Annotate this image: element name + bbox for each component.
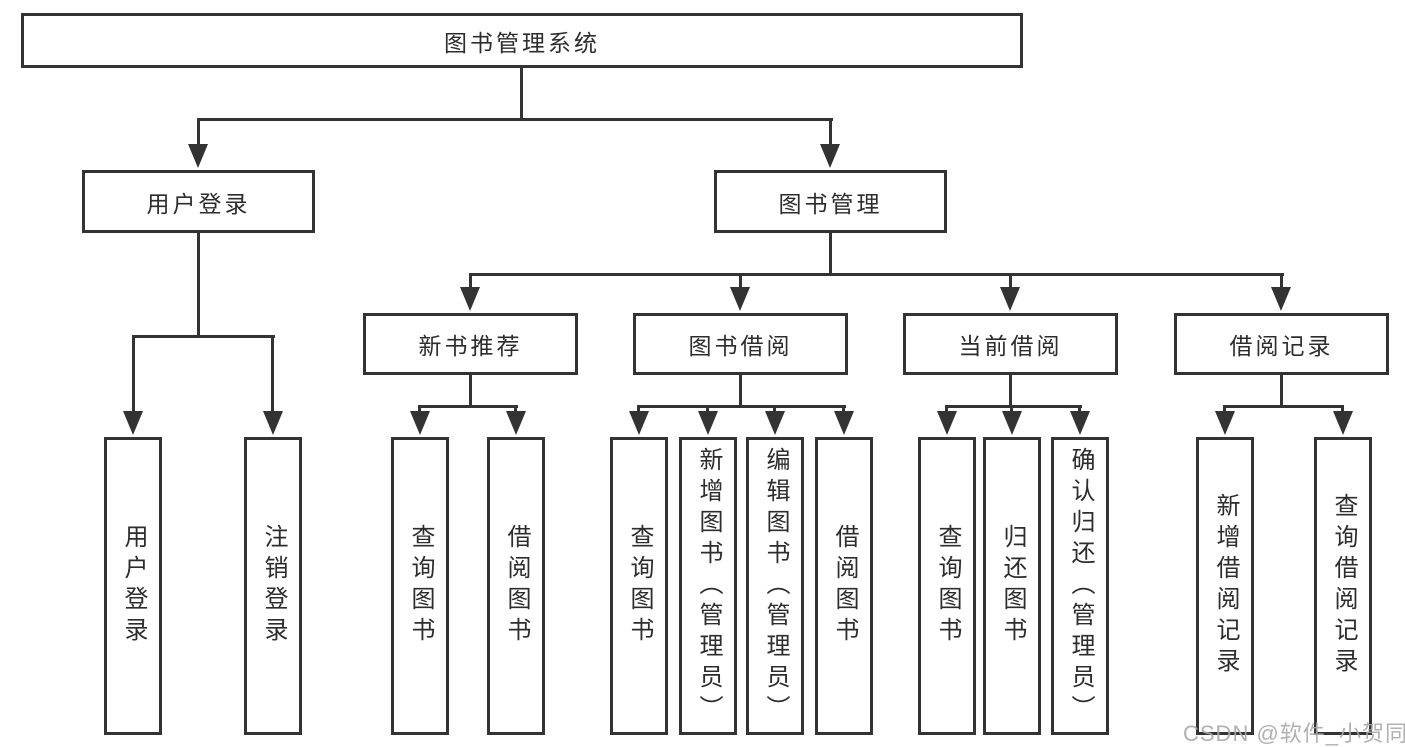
connector-line xyxy=(637,405,846,408)
node-label: 当前借阅 xyxy=(958,333,1063,359)
connector-line xyxy=(271,335,274,413)
connector-line xyxy=(197,118,833,121)
watermark: CSDN @软件_小贺同学 xyxy=(1183,721,1405,746)
arrowhead-down-icon xyxy=(1215,411,1235,435)
leaf-query-books-recommend: 查询图书 xyxy=(391,437,449,735)
arrowhead-down-icon xyxy=(1271,287,1291,311)
connector-line xyxy=(1078,405,1081,413)
leaf-label: 查询图书 xyxy=(407,524,434,648)
node-book-management: 图书管理 xyxy=(714,170,947,233)
leaf-label: 归还图书 xyxy=(999,524,1026,648)
node-book-borrowing: 图书借阅 xyxy=(633,313,848,375)
connector-line xyxy=(1010,405,1013,413)
connector-line xyxy=(945,405,1082,408)
arrowhead-down-icon xyxy=(698,411,718,435)
leaf-label: 查询图书 xyxy=(934,524,961,648)
arrowhead-down-icon xyxy=(1070,411,1090,435)
leaf-add-borrow-record: 新增借阅记录 xyxy=(1196,437,1254,735)
connector-line xyxy=(1009,375,1012,405)
arrowhead-down-icon xyxy=(1000,287,1020,311)
connector-line xyxy=(1341,405,1344,413)
leaf-borrow-books-borrowing: 借阅图书 xyxy=(815,437,873,735)
leaf-edit-books-admin: 编辑图书（管理员） xyxy=(746,437,804,735)
connector-line xyxy=(520,68,523,118)
arrowhead-down-icon xyxy=(834,411,854,435)
connector-line xyxy=(469,273,1284,276)
connector-line xyxy=(637,405,640,413)
arrowhead-down-icon xyxy=(1002,411,1022,435)
node-current-borrowing: 当前借阅 xyxy=(903,313,1118,375)
leaf-label: 确认归还（管理员） xyxy=(1067,446,1094,726)
node-label: 图书管理 xyxy=(778,190,883,217)
leaf-label: 用户登录 xyxy=(120,524,147,648)
connector-line xyxy=(132,335,275,338)
leaf-borrow-books-recommend: 借阅图书 xyxy=(487,437,545,735)
arrowhead-down-icon xyxy=(1333,411,1353,435)
connector-line xyxy=(469,375,472,405)
connector-line xyxy=(1223,405,1344,408)
arrowhead-down-icon xyxy=(410,411,430,435)
leaf-label: 注销登录 xyxy=(260,524,287,648)
node-new-book-recommendation: 新书推荐 xyxy=(363,313,578,375)
connector-line xyxy=(739,273,742,289)
connector-line xyxy=(418,405,421,413)
connector-line xyxy=(469,273,472,289)
leaf-query-books-borrowing: 查询图书 xyxy=(610,437,668,735)
node-borrowing-records: 借阅记录 xyxy=(1174,313,1389,375)
connector-line xyxy=(197,233,200,335)
node-label: 借阅记录 xyxy=(1229,333,1334,359)
connector-line xyxy=(773,405,776,413)
arrowhead-down-icon xyxy=(629,411,649,435)
node-label: 图书借阅 xyxy=(688,333,793,359)
leaf-query-books-current: 查询图书 xyxy=(918,437,976,735)
connector-line xyxy=(842,405,845,413)
connector-line xyxy=(739,375,742,405)
arrowhead-down-icon xyxy=(820,144,840,168)
connector-line xyxy=(1280,375,1283,405)
leaf-confirm-return-admin: 确认归还（管理员） xyxy=(1051,437,1109,735)
leaf-return-books: 归还图书 xyxy=(983,437,1041,735)
connector-line xyxy=(1009,273,1012,289)
leaf-label: 借阅图书 xyxy=(831,524,858,648)
arrowhead-down-icon xyxy=(460,287,480,311)
leaf-label: 编辑图书（管理员） xyxy=(762,446,789,726)
arrowhead-down-icon xyxy=(506,411,526,435)
arrowhead-down-icon xyxy=(263,411,283,435)
leaf-label: 新增借阅记录 xyxy=(1212,493,1239,679)
node-library-management-system: 图书管理系统 xyxy=(21,13,1023,68)
leaf-label: 新增图书（管理员） xyxy=(695,446,722,726)
connector-line xyxy=(829,118,832,146)
connector-line xyxy=(706,405,709,413)
connector-line xyxy=(1223,405,1226,413)
leaf-query-borrow-record: 查询借阅记录 xyxy=(1314,437,1372,735)
connector-line xyxy=(418,405,518,408)
leaf-label: 借阅图书 xyxy=(503,524,530,648)
leaf-label: 查询借阅记录 xyxy=(1330,493,1357,679)
arrowhead-down-icon xyxy=(123,411,143,435)
leaf-label: 查询图书 xyxy=(626,524,653,648)
node-label: 新书推荐 xyxy=(418,333,523,359)
arrowhead-down-icon xyxy=(730,287,750,311)
connector-line xyxy=(514,405,517,413)
arrowhead-down-icon xyxy=(188,144,208,168)
arrowhead-down-icon xyxy=(937,411,957,435)
node-label: 图书管理系统 xyxy=(444,29,600,56)
connector-line xyxy=(829,233,832,273)
arrowhead-down-icon xyxy=(765,411,785,435)
connector-line xyxy=(197,118,200,146)
connector-line xyxy=(1280,273,1283,289)
node-user-login: 用户登录 xyxy=(82,170,315,233)
leaf-logout: 注销登录 xyxy=(244,437,302,735)
connector-line xyxy=(132,335,135,413)
connector-line xyxy=(945,405,948,413)
node-label: 用户登录 xyxy=(146,190,251,217)
leaf-user-login: 用户登录 xyxy=(104,437,162,735)
leaf-add-books-admin: 新增图书（管理员） xyxy=(679,437,737,735)
